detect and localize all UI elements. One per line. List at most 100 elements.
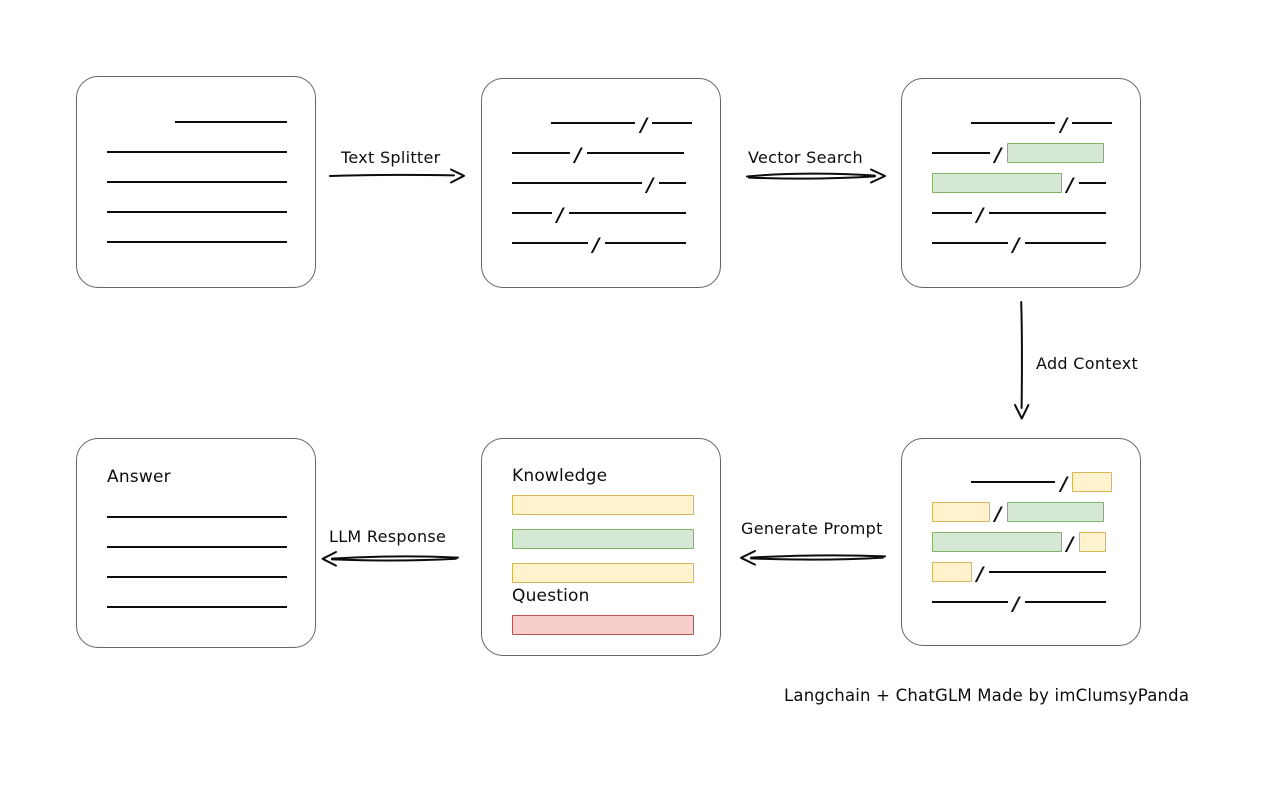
text-line-segment [1072,122,1112,124]
text-line-row [107,532,287,562]
text-line-segment [970,122,1056,124]
text-line-segment [586,152,684,154]
text-line-segment [568,212,686,214]
slash-separator-icon: / [1060,113,1068,136]
text-line-segment [988,212,1106,214]
prompt-question-label: Question [512,586,590,606]
highlight-chunk-green [1006,502,1104,522]
text-line-row: / [512,228,692,258]
text-line-segment [512,242,588,244]
slash-separator-icon: / [646,173,654,196]
text-line-segment [932,601,1008,603]
text-line-segment [107,516,287,518]
diagram-caption: Langchain + ChatGLM Made by imClumsyPand… [784,686,1190,705]
text-line-segment [107,576,287,578]
text-line-segment [175,121,287,123]
vector-matched-chunks-lines: / / / / / [932,79,1112,287]
answer-label: Answer [107,467,171,487]
edge-llm-response [321,548,459,570]
slash-separator-icon: / [556,203,564,226]
text-line-segment [932,152,990,154]
source-document-lines [107,77,287,287]
node-generated-prompt[interactable]: Knowledge Question [481,438,721,656]
split-chunks-lines: ///// [512,79,692,287]
text-line-segment [107,241,287,243]
text-line-row [107,197,287,227]
prompt-knowledge-bars [512,495,694,597]
highlight-chunk-yellow [932,502,990,522]
node-source-document[interactable] [76,76,316,288]
node-answer[interactable]: Answer [76,438,316,648]
highlight-chunk-yellow [1078,532,1106,552]
text-line-segment [107,211,287,213]
text-line-segment [932,242,1008,244]
text-line-row [107,167,287,197]
text-line-segment [988,571,1106,573]
edge-text-splitter [329,165,466,187]
prompt-bar-yellow [512,495,694,515]
text-line-row: / [932,557,1112,587]
slash-separator-icon: / [1060,472,1068,495]
text-line-row: / [512,168,692,198]
text-line-segment [652,122,692,124]
node-context-chunks[interactable]: ///// [901,438,1141,646]
text-line-segment [1024,242,1106,244]
slash-separator-icon: / [1066,173,1074,196]
edge-add-context-label: Add Context [1036,354,1139,373]
highlight-chunk-yellow [1072,472,1112,492]
node-vector-matched-chunks[interactable]: / / / / / [901,78,1141,288]
text-line-segment [604,242,686,244]
text-line-segment [512,182,642,184]
prompt-knowledge-label: Knowledge [512,466,608,486]
slash-separator-icon: / [976,203,984,226]
text-line-row: / [512,138,692,168]
text-line-row [107,227,287,257]
highlight-chunk-green [932,532,1062,552]
text-line-row [107,107,287,137]
text-line-segment [932,212,972,214]
slash-separator-icon: / [592,233,600,256]
text-line-segment [512,212,552,214]
text-line-row [107,562,287,592]
edge-add-context [1011,301,1033,420]
text-line-segment [970,481,1056,483]
highlight-chunk-green [1006,143,1104,163]
slash-separator-icon: / [976,562,984,585]
text-line-row: / [932,198,1112,228]
slash-separator-icon: / [994,143,1002,166]
text-line-row [107,592,287,622]
text-line-segment [1024,601,1106,603]
text-line-segment [658,182,686,184]
slash-separator-icon: / [1012,592,1020,615]
edge-llm-response-label: LLM Response [329,527,447,546]
slash-separator-icon: / [1012,233,1020,256]
node-split-chunks[interactable]: ///// [481,78,721,288]
text-line-row: / [932,527,1112,557]
text-line-row [107,137,287,167]
prompt-bar-green [512,529,694,549]
text-line-segment [512,152,570,154]
text-line-row: / [932,138,1112,168]
edge-vector-search [746,165,887,187]
text-line-segment [550,122,636,124]
answer-lines [107,495,287,629]
highlight-chunk-yellow [932,562,972,582]
prompt-question-bars [512,615,694,649]
slash-separator-icon: / [1066,532,1074,555]
text-line-row [107,502,287,532]
edge-text-splitter-label: Text Splitter [341,148,441,167]
text-line-segment [1078,182,1106,184]
text-line-row: / [932,587,1112,617]
edge-vector-search-label: Vector Search [748,148,863,167]
context-chunks-lines: ///// [932,439,1112,645]
text-line-row: / [512,198,692,228]
text-line-row: / [932,467,1112,497]
text-line-row: / [512,108,692,138]
prompt-bar-red [512,615,694,635]
text-line-row: / [932,228,1112,258]
text-line-row: / [932,108,1112,138]
highlight-chunk-green [932,173,1062,193]
edge-generate-prompt-label: Generate Prompt [741,519,883,538]
prompt-bar-yellow [512,563,694,583]
